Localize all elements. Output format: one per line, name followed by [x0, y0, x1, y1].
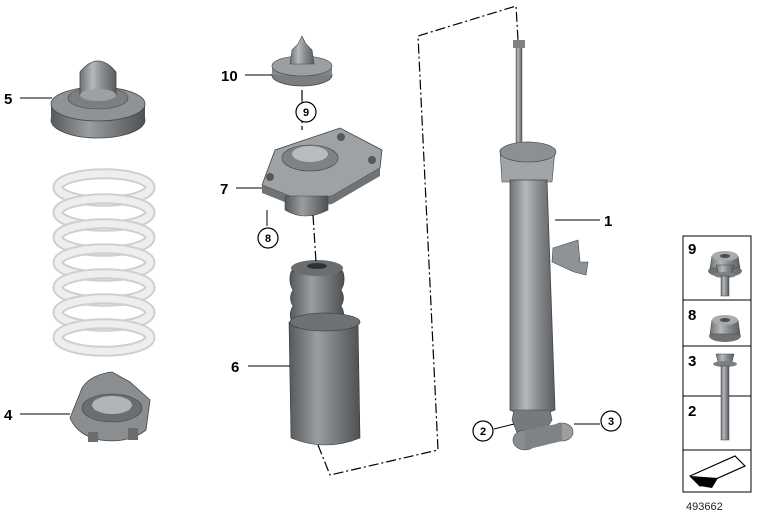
coil-spring-part: [52, 168, 156, 357]
svg-text:2: 2: [480, 426, 486, 438]
dust-boot-part: [288, 260, 361, 446]
callout-7: 7: [220, 181, 228, 198]
svg-text:8: 8: [265, 233, 271, 245]
spring-seat-lower-part: [69, 371, 151, 442]
svg-text:9: 9: [303, 107, 309, 119]
svg-text:3: 3: [608, 416, 614, 428]
hex-nut-icon: [709, 315, 741, 342]
direction-arrow-icon: [688, 455, 747, 488]
callout-4: 4: [4, 407, 13, 424]
small-bolt-icon: [714, 264, 736, 297]
legend-label-3: 3: [688, 353, 696, 370]
legend-label-9: 9: [688, 241, 696, 258]
circled-callout-9: 9: [295, 101, 317, 123]
spring-seat-upper-part: [50, 60, 146, 139]
circled-callout-2: 2: [472, 420, 494, 442]
top-cap-part: [271, 35, 333, 87]
callout-1: 1: [604, 213, 612, 230]
reference-number: 493662: [686, 501, 723, 513]
circled-callout-8: 8: [257, 227, 279, 249]
callout-10: 10: [221, 68, 238, 85]
legend-label-8: 8: [688, 307, 696, 324]
spring-coil-turn: [54, 320, 154, 355]
legend-label-2: 2: [688, 403, 696, 420]
shock-absorber-part: [499, 40, 589, 451]
callout-6: 6: [231, 359, 239, 376]
strut-mount-part: [261, 127, 383, 217]
circled-callout-3: 3: [600, 410, 622, 432]
callout-5: 5: [4, 91, 12, 108]
fastener-legend: 9 8 3 2: [682, 235, 752, 493]
long-bolt-icon: [713, 353, 737, 441]
